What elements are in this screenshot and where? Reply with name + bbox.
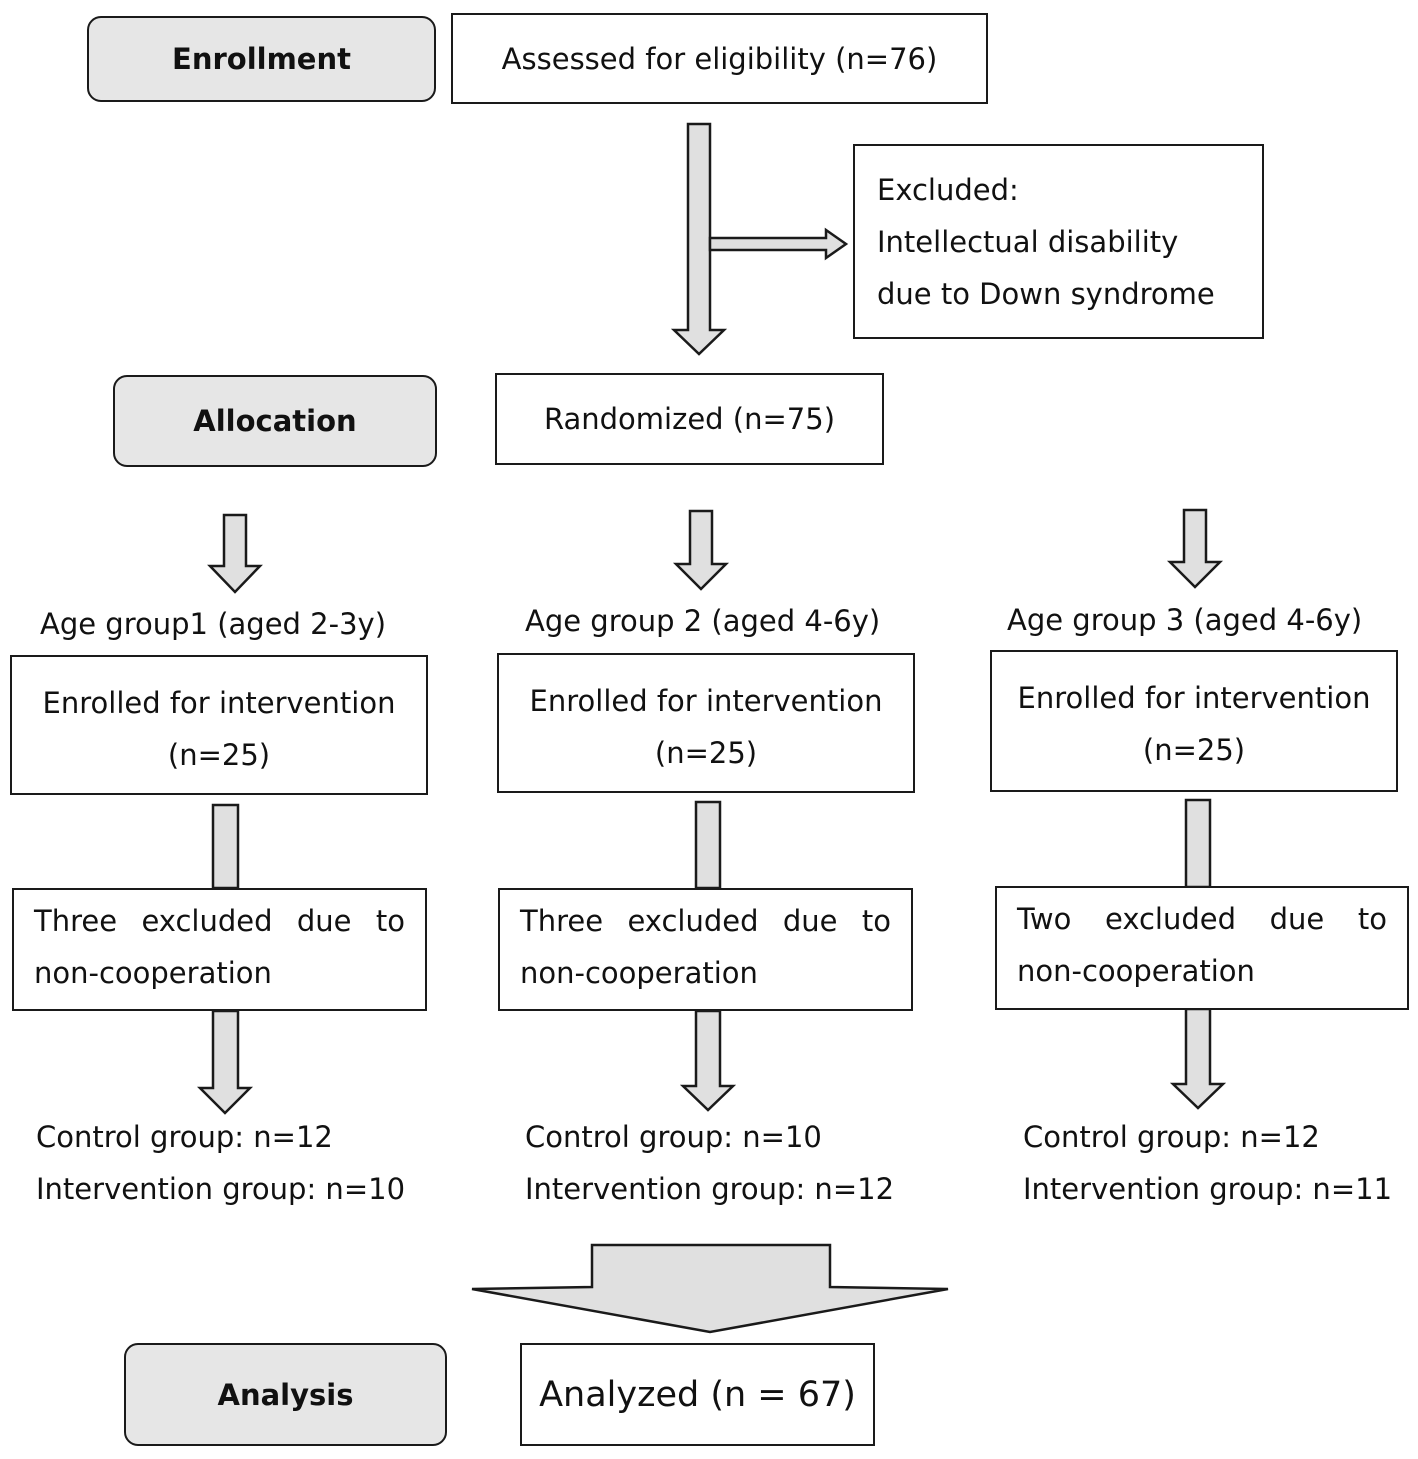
group1-control: Control group: n=12 — [36, 1120, 333, 1154]
group2-excluded-line2: non-cooperation — [520, 956, 758, 990]
randomized-text: Randomized (n=75) — [543, 402, 836, 436]
connector-group1 — [211, 803, 240, 890]
group3-enrolled-box: Enrolled for intervention (n=25) — [990, 650, 1398, 792]
arrow-group1-results — [196, 1009, 254, 1115]
excluded-reason-line1: Intellectual disability — [877, 225, 1179, 259]
excluded-box: Excluded: Intellectual disability due to… — [853, 144, 1264, 339]
arrow-to-group2 — [672, 509, 730, 591]
arrow-assessed-to-randomized — [670, 122, 728, 356]
group2-label: Age group 2 (aged 4-6y) — [525, 604, 881, 638]
group3-excluded-word3: due — [1269, 902, 1325, 936]
group1-enrolled-box: Enrolled for intervention (n=25) — [10, 655, 428, 795]
group1-excluded-box: Three excluded due to non-cooperation — [12, 888, 427, 1011]
group2-intervention: Intervention group: n=12 — [525, 1172, 895, 1206]
group2-control: Control group: n=10 — [525, 1120, 822, 1154]
group2-excluded-line1: Three excluded due to — [520, 895, 891, 947]
group2-enrolled-line1: Enrolled for intervention — [529, 684, 883, 718]
group1-excluded-word1: Three — [34, 904, 118, 938]
group1-excluded-word3: due — [296, 904, 352, 938]
arrow-to-group1 — [207, 513, 263, 594]
arrow-to-excluded — [708, 227, 849, 261]
group3-excluded-line2: non-cooperation — [1017, 954, 1255, 988]
group2-enrolled-line2: (n=25) — [654, 736, 758, 770]
group2-excluded-word1: Three — [520, 904, 604, 938]
group3-control: Control group: n=12 — [1023, 1120, 1320, 1154]
group1-excluded-word2: excluded — [141, 904, 273, 938]
group3-excluded-word1: Two — [1017, 902, 1072, 936]
stage-allocation-label: Allocation — [193, 404, 357, 438]
group1-excluded-word4: to — [375, 904, 405, 938]
connector-group3 — [1184, 798, 1212, 889]
group3-enrolled-line1: Enrolled for intervention — [1017, 681, 1371, 715]
group1-enrolled-line1: Enrolled for intervention — [42, 686, 396, 720]
group3-excluded-box: Two excluded due to non-cooperation — [995, 886, 1409, 1010]
stage-allocation: Allocation — [113, 375, 437, 467]
group3-intervention: Intervention group: n=11 — [1023, 1172, 1393, 1206]
connector-group2 — [694, 800, 722, 890]
group3-excluded-word4: to — [1357, 902, 1387, 936]
group1-enrolled-line2: (n=25) — [167, 738, 271, 772]
group2-excluded-word2: excluded — [627, 904, 759, 938]
group3-excluded-word2: excluded — [1104, 902, 1237, 936]
excluded-reason-line2: due to Down syndrome — [877, 277, 1215, 311]
arrow-to-group3 — [1166, 508, 1224, 589]
analyzed-box: Analyzed (n = 67) — [520, 1343, 875, 1446]
randomized-box: Randomized (n=75) — [495, 373, 884, 465]
group2-excluded-word4: to — [861, 904, 891, 938]
group1-excluded-line2: non-cooperation — [34, 956, 272, 990]
assessed-text: Assessed for eligibility (n=76) — [501, 41, 938, 76]
group1-intervention: Intervention group: n=10 — [36, 1172, 406, 1206]
arrow-group2-results — [679, 1009, 737, 1112]
excluded-title: Excluded: — [877, 173, 1019, 207]
group3-excluded-line1: Two excluded due to — [1017, 893, 1387, 945]
arrow-group3-results — [1169, 1007, 1227, 1110]
group3-enrolled-line2: (n=25) — [1142, 733, 1246, 767]
group2-enrolled-box: Enrolled for intervention (n=25) — [497, 653, 915, 793]
group2-excluded-word3: due — [782, 904, 838, 938]
analyzed-text: Analyzed (n = 67) — [539, 1374, 856, 1415]
group1-label: Age group1 (aged 2-3y) — [40, 607, 387, 641]
group1-excluded-line1: Three excluded due to — [34, 895, 405, 947]
group3-label: Age group 3 (aged 4-6y) — [1007, 603, 1363, 637]
arrow-merge-to-analysis — [471, 1243, 949, 1334]
group2-excluded-box: Three excluded due to non-cooperation — [498, 888, 913, 1011]
stage-enrollment-label: Enrollment — [172, 42, 351, 76]
stage-analysis-label: Analysis — [217, 1377, 354, 1412]
assessed-box: Assessed for eligibility (n=76) — [451, 13, 988, 104]
stage-analysis: Analysis — [124, 1343, 447, 1446]
stage-enrollment: Enrollment — [87, 16, 436, 102]
